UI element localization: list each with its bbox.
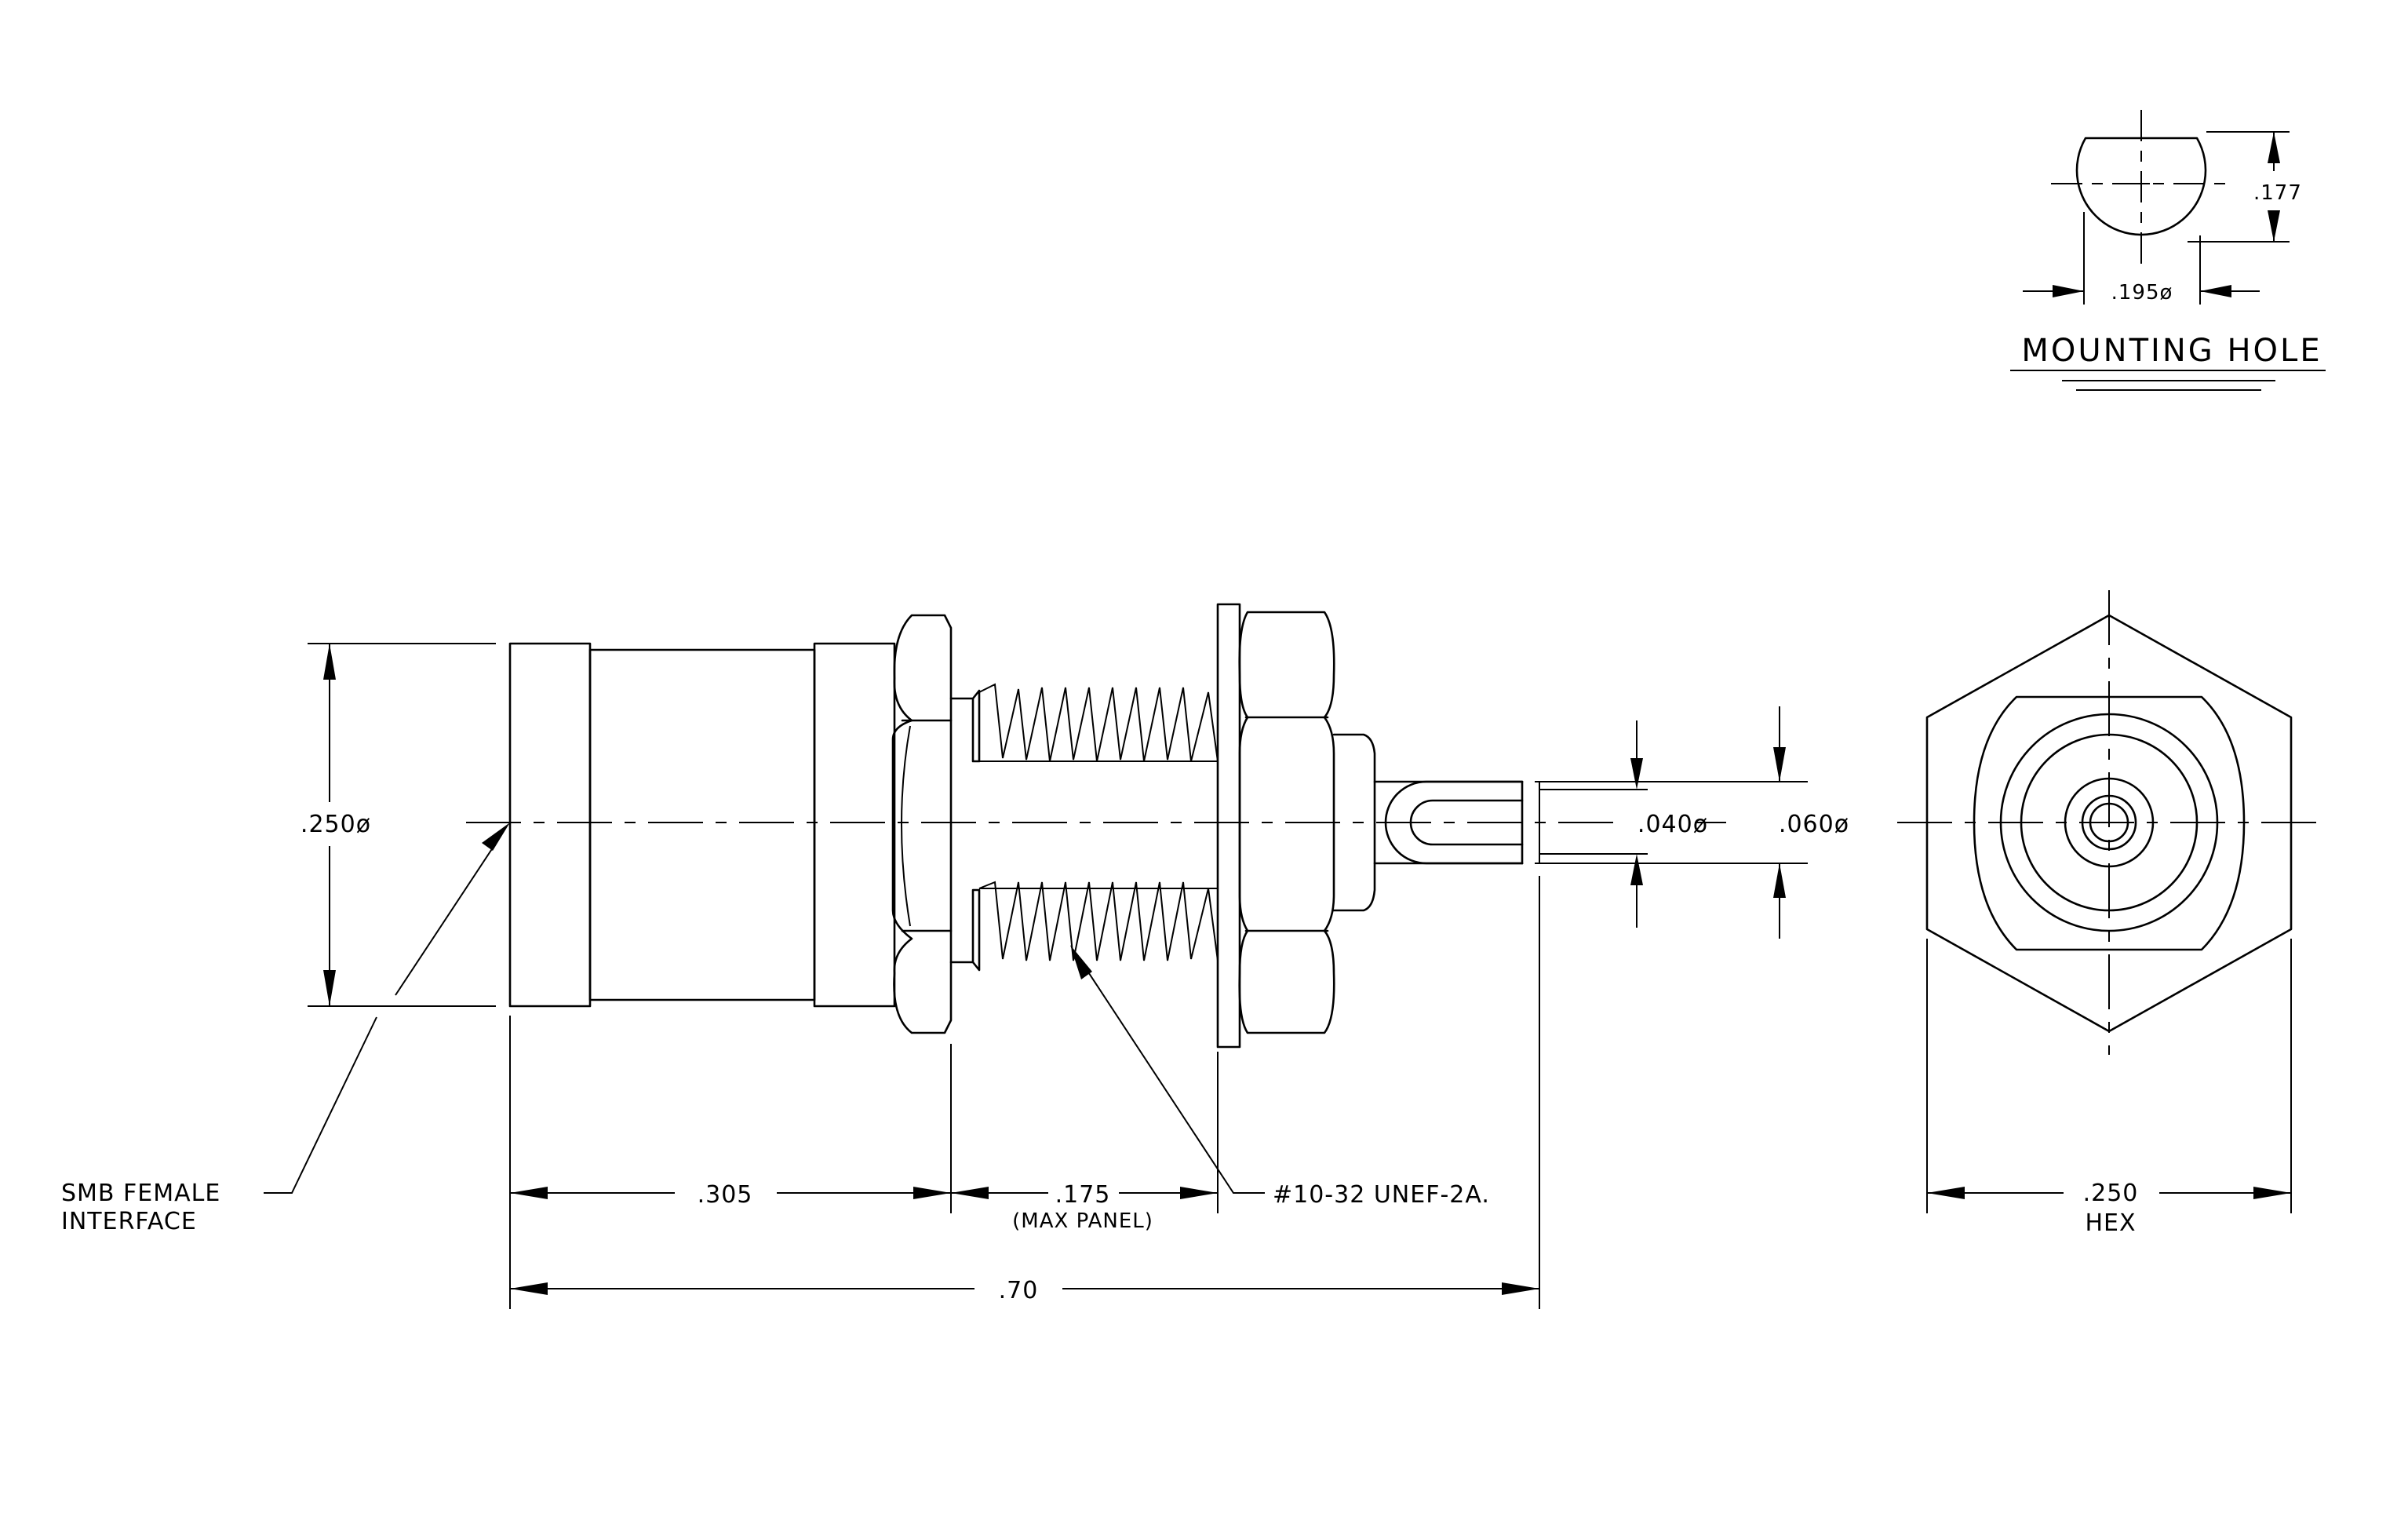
terminal-diameter-dim: .060ø: [1779, 811, 1849, 838]
thread-section: [949, 683, 1219, 972]
flange-outline: [1973, 695, 2246, 951]
body-diameter-dim: .250ø: [301, 811, 371, 838]
hex-body-left: [891, 614, 953, 1034]
overall-length-dim: .70: [999, 1277, 1039, 1304]
pin-diameter-dim: .040ø: [1638, 811, 1708, 838]
panel-length-note: (MAX PANEL): [1012, 1209, 1153, 1233]
mounting-hole-dia-dim: .195ø: [2111, 281, 2173, 305]
mounting-hole-title: MOUNTING HOLE: [2021, 333, 2322, 369]
hex-size-label: HEX: [2085, 1209, 2136, 1237]
solder-terminal: [1373, 780, 1524, 865]
panel-nut: [1238, 611, 1335, 1034]
body-flange: [813, 642, 896, 1008]
mounting-hole-view: .177 .195ø MOUNTING HOLE: [2010, 110, 2326, 391]
lock-washer: [1216, 603, 1241, 1049]
hex-size-dim: .250: [2083, 1180, 2139, 1207]
rear-collar: [1332, 733, 1376, 912]
interface-flange: [508, 642, 592, 1008]
thread-spec-label: #10-32 UNEF-2A.: [1273, 1181, 1490, 1209]
side-view: .250ø SMB FEMALE INTERFACE .305 .175 (MA…: [61, 603, 1849, 1309]
mounting-hole-outline: [2075, 137, 2207, 236]
panel-length-dim: .175: [1055, 1181, 1111, 1209]
body-length-dim: .305: [698, 1181, 753, 1209]
interface-label-line1: SMB FEMALE: [61, 1180, 220, 1207]
end-view: .250 HEX: [1897, 590, 2322, 1237]
interface-label-line2: INTERFACE: [61, 1208, 197, 1235]
mounting-hole-flat-dim: .177: [2253, 181, 2302, 205]
body-barrel: [588, 648, 816, 1001]
